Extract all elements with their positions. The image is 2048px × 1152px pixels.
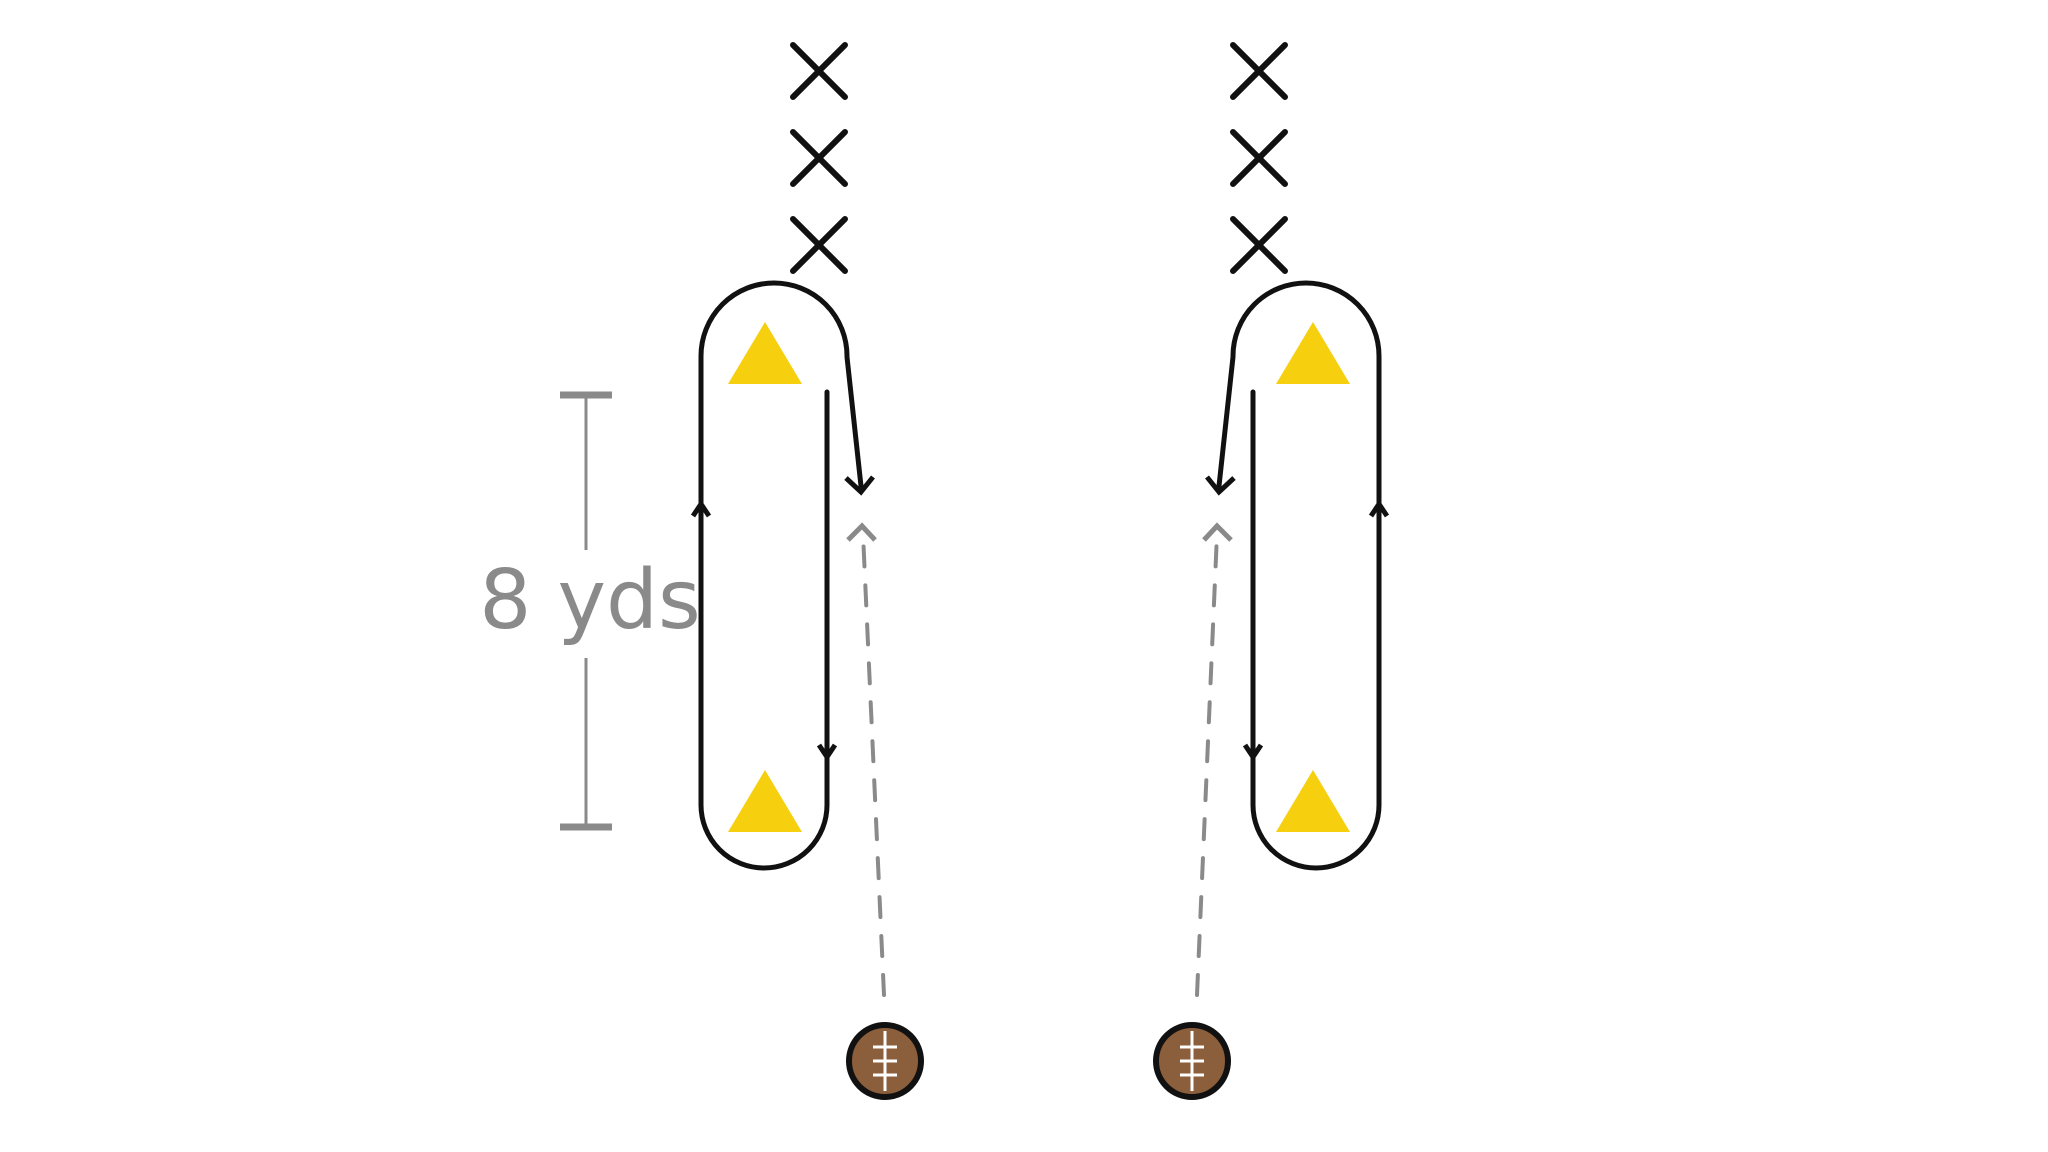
route-loop: [698, 280, 850, 871]
football-icon: [1153, 1022, 1231, 1100]
route-loop: [1230, 280, 1382, 871]
pass-path: [1195, 532, 1219, 997]
pass-path: [861, 532, 886, 997]
break-route-arrow: [1205, 475, 1236, 496]
pass-arrow: [1202, 522, 1233, 542]
x-player-marker: [790, 216, 848, 274]
left-drill: [690, 42, 924, 1100]
left-player-line: [790, 42, 848, 274]
cone-top: [1276, 322, 1350, 384]
right-player-line: [1230, 42, 1288, 274]
route-up-arrow: [1368, 499, 1390, 518]
break-route-line: [1216, 354, 1236, 489]
x-player-marker: [1230, 42, 1288, 100]
right-drill: [1153, 42, 1390, 1100]
distance-label: 8 yds: [479, 553, 701, 648]
cone-top: [728, 322, 802, 384]
cone-bottom: [728, 770, 802, 832]
route-down-arrow: [816, 743, 838, 762]
route-down-arrow: [1242, 743, 1264, 762]
x-player-marker: [790, 129, 848, 187]
cone-bottom: [1276, 770, 1350, 832]
x-player-marker: [1230, 216, 1288, 274]
pass-arrow: [846, 522, 877, 542]
x-player-marker: [1230, 129, 1288, 187]
distance-measure: [560, 391, 612, 831]
x-player-marker: [790, 42, 848, 100]
route-up-arrow: [690, 499, 712, 518]
football-icon: [846, 1022, 924, 1100]
break-route-arrow: [844, 475, 875, 496]
break-route-line: [844, 354, 864, 489]
